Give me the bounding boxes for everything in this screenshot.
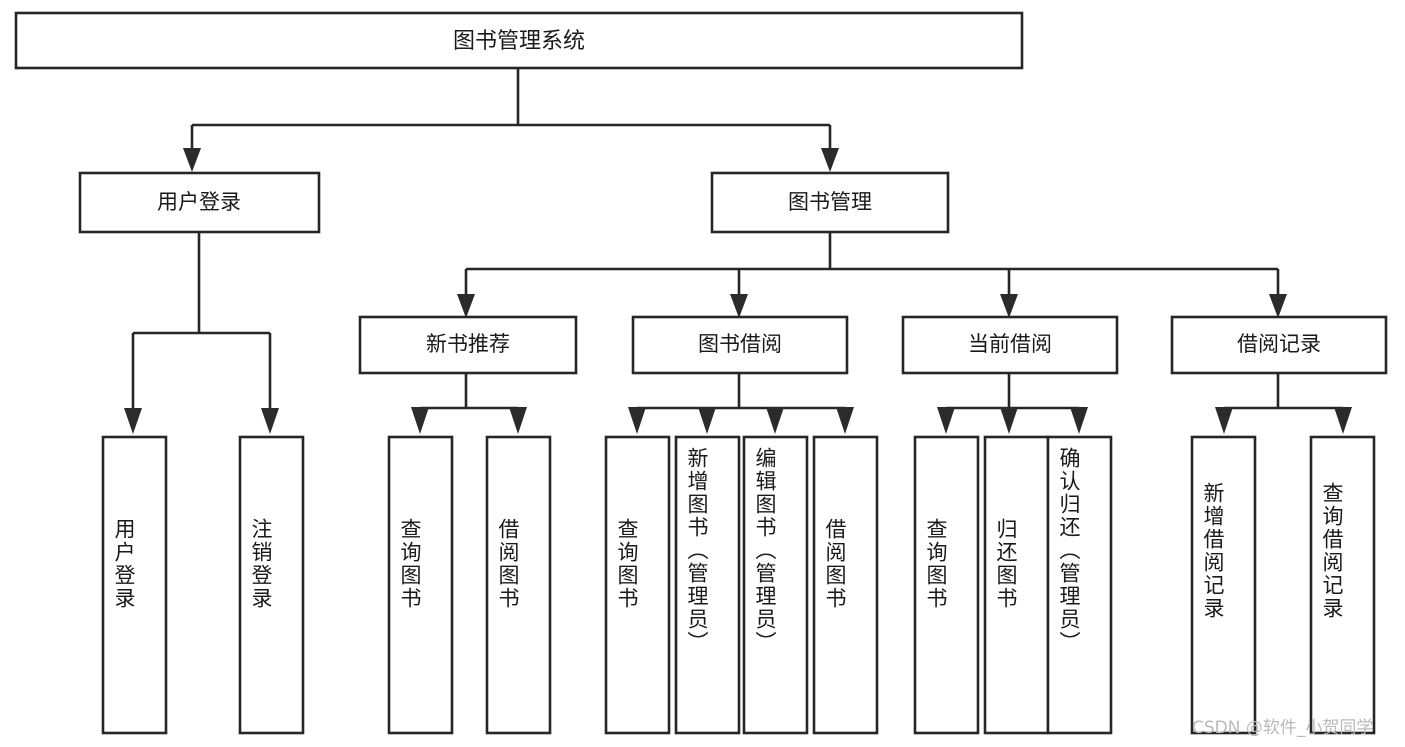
node-book-borrow[interactable]: 图书借阅	[631, 315, 849, 375]
arrow-bookborrow-leaf-3-icon	[766, 407, 784, 434]
node-leaf-confirm-return-box[interactable]	[1046, 435, 1113, 735]
node-user-login-box[interactable]	[78, 171, 321, 234]
node-user-login[interactable]: 用户登录	[78, 171, 321, 234]
node-leaf-edit-book-box[interactable]	[742, 435, 809, 735]
csdn-watermark: CSDN @软件_小贺同学	[1192, 718, 1374, 738]
arrow-bookmanage-to-newbook-icon	[457, 294, 475, 318]
node-book-manage-label: 图书管理	[788, 190, 872, 214]
node-current-borrow[interactable]: 当前借阅	[901, 315, 1119, 375]
node-leaf-add-record-box[interactable]	[1190, 435, 1257, 735]
arrow-bookborrow-leaf-2-icon	[698, 407, 716, 434]
arrow-bookmanage-to-borrowrecord-icon	[1269, 294, 1287, 318]
arrow-bookborrow-leaf-4-icon	[836, 407, 854, 434]
node-leaf-user-login-box[interactable]	[101, 435, 168, 735]
node-leaf-query-book-3-box[interactable]	[913, 435, 980, 735]
node-book-manage-box[interactable]	[710, 171, 950, 234]
arrow-bookmanage-to-currentborrow-icon	[1000, 294, 1018, 318]
arrow-currentborrow-leaf-2-icon	[1000, 407, 1018, 434]
node-root[interactable]: 图书管理系统	[14, 11, 1024, 70]
connector-group	[124, 68, 1352, 434]
arrow-bookmanage-to-bookborrow-icon	[730, 294, 748, 318]
arrow-root-to-book-manage-icon	[821, 148, 839, 172]
node-leaf-return-book-box[interactable]	[983, 435, 1050, 735]
arrow-currentborrow-leaf-3-icon	[1070, 407, 1088, 434]
node-book-borrow-box[interactable]	[631, 315, 849, 375]
node-borrow-record[interactable]: 借阅记录	[1170, 315, 1388, 375]
node-leaf-query-book-1-box[interactable]	[387, 435, 454, 735]
node-user-login-label: 用户登录	[157, 190, 241, 214]
node-root-box[interactable]	[14, 11, 1024, 70]
node-book-borrow-label: 图书借阅	[698, 332, 782, 356]
node-current-borrow-label: 当前借阅	[968, 332, 1052, 356]
arrow-newbook-leaf-2-icon	[509, 407, 527, 434]
node-leaf-borrow-book-2-box[interactable]	[812, 435, 879, 735]
node-borrow-record-box[interactable]	[1170, 315, 1388, 375]
node-leaf-add-book-box[interactable]	[674, 435, 741, 735]
node-root-label: 图书管理系统	[453, 29, 585, 54]
node-borrow-record-label: 借阅记录	[1237, 332, 1321, 356]
node-current-borrow-box[interactable]	[901, 315, 1119, 375]
arrow-root-to-user-login-icon	[183, 148, 201, 172]
arrow-bookborrow-leaf-1-icon	[628, 407, 646, 434]
node-new-book-rec-label: 新书推荐	[426, 332, 510, 356]
arrow-userlogin-leaf-1-icon	[124, 408, 142, 434]
arrow-newbook-leaf-1-icon	[411, 407, 429, 434]
node-new-book-rec-box[interactable]	[358, 315, 578, 375]
node-leaf-logout-box[interactable]	[238, 435, 305, 735]
arrow-borrowrecord-leaf-1-icon	[1215, 407, 1233, 434]
arrow-borrowrecord-leaf-2-icon	[1334, 407, 1352, 434]
arrow-userlogin-leaf-2-icon	[261, 408, 279, 434]
node-leaf-query-book-2-box[interactable]	[604, 435, 671, 735]
leaf-box-group	[101, 435, 1376, 735]
node-leaf-borrow-book-1-box[interactable]	[485, 435, 552, 735]
arrow-currentborrow-leaf-1-icon	[937, 407, 955, 434]
node-new-book-rec[interactable]: 新书推荐	[358, 315, 578, 375]
node-leaf-query-record-box[interactable]	[1309, 435, 1376, 735]
node-book-manage[interactable]: 图书管理	[710, 171, 950, 234]
